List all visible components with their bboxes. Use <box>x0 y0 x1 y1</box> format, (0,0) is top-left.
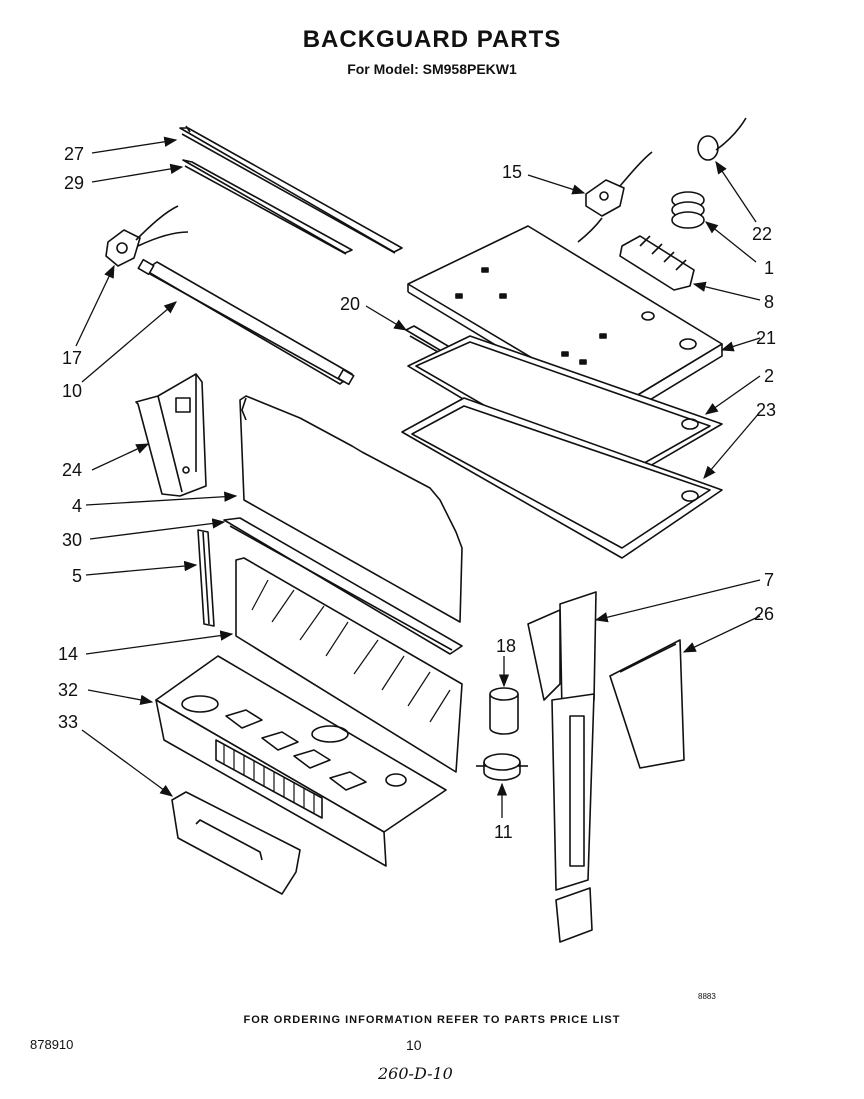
part-17-lamp-socket <box>105 205 189 267</box>
label-part-26: 26 <box>754 604 774 624</box>
leader-23 <box>703 411 761 479</box>
part-7-side-panel <box>527 591 597 943</box>
page-title: BACKGUARD PARTS <box>302 26 562 53</box>
part-30-strip <box>223 517 463 655</box>
leader-29 <box>91 163 184 183</box>
leader-21 <box>720 337 761 352</box>
label-part-29: 29 <box>64 173 84 193</box>
part-18-capacitor <box>489 687 519 735</box>
label-part-18: 18 <box>496 636 516 656</box>
label-part-17: 17 <box>62 348 82 368</box>
leader-4 <box>85 491 238 506</box>
leader-15 <box>527 174 586 195</box>
label-part-1: 1 <box>764 258 774 278</box>
label-part-8: 8 <box>764 292 774 312</box>
part-8-connector-block <box>619 235 695 291</box>
ordering-note: FOR ORDERING INFORMATION REFER TO PARTS … <box>243 1014 621 1026</box>
leader-8 <box>692 281 761 301</box>
label-part-15: 15 <box>502 162 522 182</box>
label-part-27: 27 <box>64 144 84 164</box>
label-part-20: 20 <box>340 294 360 314</box>
leader-20 <box>365 305 408 331</box>
part-14-glass-panel <box>235 557 463 773</box>
part-11-clamp <box>476 753 528 781</box>
label-part-5: 5 <box>72 566 82 586</box>
handwritten-note: 260-D-10 <box>378 1064 453 1083</box>
part-29-trim-strip <box>182 159 353 255</box>
label-part-32: 32 <box>58 680 78 700</box>
part-24-bracket <box>135 373 207 497</box>
part-1-lamp-holder <box>671 191 705 229</box>
part-15-terminal-block <box>577 151 653 243</box>
label-part-14: 14 <box>58 644 78 664</box>
part-22-wire-ring <box>697 117 747 161</box>
leader-22 <box>715 160 757 223</box>
leader-1 <box>704 221 757 263</box>
leader-26 <box>682 615 761 653</box>
part-4-back-panel <box>239 395 463 623</box>
model-subtitle: For Model: SM958PEKW1 <box>347 61 517 77</box>
part-32-control-housing <box>155 655 447 867</box>
label-part-21: 21 <box>756 328 776 348</box>
label-part-33: 33 <box>58 712 78 732</box>
part-33-cover <box>171 791 301 895</box>
part-27-trim-strip <box>179 125 403 254</box>
leader-24 <box>91 443 150 471</box>
leader-10 <box>81 301 177 383</box>
label-part-30: 30 <box>62 530 82 550</box>
leader-5 <box>85 560 198 576</box>
label-part-10: 10 <box>62 381 82 401</box>
leader-17 <box>75 264 115 347</box>
leader-14 <box>85 630 234 655</box>
part-23-base-panel <box>401 397 723 559</box>
label-part-23: 23 <box>756 400 776 420</box>
corner-code: 8883 <box>698 992 716 1001</box>
label-part-7: 7 <box>764 570 774 590</box>
leader-33 <box>81 729 174 797</box>
document-number: 878910 <box>30 1037 74 1052</box>
part-10-fluorescent-tube <box>137 258 355 386</box>
leader-2 <box>704 375 761 415</box>
label-part-24: 24 <box>62 460 82 480</box>
label-part-2: 2 <box>764 366 774 386</box>
leader-7 <box>594 579 761 623</box>
leader-30 <box>89 518 226 540</box>
page-number: 10 <box>406 1037 422 1053</box>
label-part-22: 22 <box>752 224 772 244</box>
label-part-11: 11 <box>494 822 513 842</box>
leader-27 <box>91 136 178 154</box>
leader-32 <box>87 689 154 705</box>
part-26-end-cap <box>609 639 685 769</box>
label-part-4: 4 <box>72 496 82 516</box>
part-5-channel <box>197 529 215 627</box>
